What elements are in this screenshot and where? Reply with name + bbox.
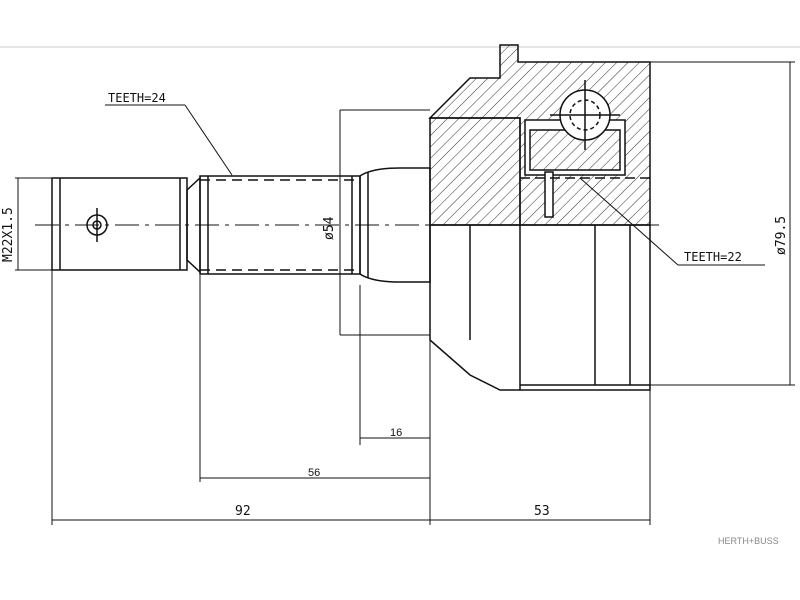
label-dim-16: 16 — [390, 427, 402, 439]
leader-lines — [105, 104, 765, 266]
label-dim-92: 92 — [235, 504, 251, 519]
label-diameter-54: ø54 — [322, 216, 337, 240]
dim-line-79-5 — [650, 61, 795, 386]
label-dim-56: 56 — [308, 467, 320, 479]
brand-logo: HERTH+BUSS — [718, 536, 779, 546]
dim-line-m22 — [15, 177, 52, 271]
dim-line-54 — [339, 109, 430, 336]
dim-lines-horizontal — [51, 270, 651, 525]
bell-housing — [428, 44, 651, 391]
label-thread: M22X1.5 — [1, 207, 16, 262]
label-teeth-22: TEETH=22 — [684, 250, 742, 264]
threaded-end — [51, 177, 188, 271]
label-teeth-24: TEETH=24 — [108, 91, 166, 105]
label-diameter-79-5: ø79.5 — [774, 216, 789, 255]
inner-race — [520, 80, 650, 218]
label-dim-53: 53 — [534, 504, 550, 519]
